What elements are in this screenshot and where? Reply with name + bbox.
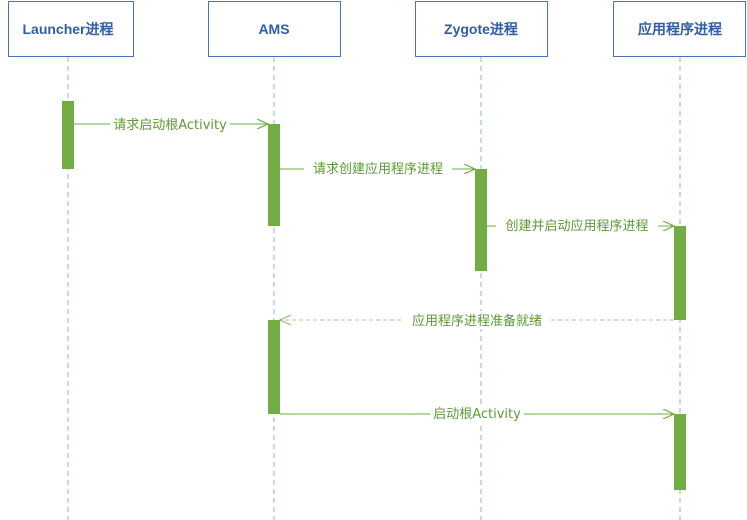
- participant-label-launcher: Launcher进程: [22, 21, 113, 37]
- participant-box-zygote: [415, 1, 548, 57]
- participant-launcher: Launcher进程: [8, 1, 134, 57]
- activation-app-1: [674, 226, 686, 320]
- participant-box-app: [613, 1, 746, 57]
- activation-zygote: [475, 169, 487, 271]
- participant-app: 应用程序进程: [613, 1, 746, 57]
- message-2: 请求创建应用程序进程: [280, 160, 475, 178]
- activation-ams-1: [268, 124, 280, 226]
- participant-label-ams: AMS: [258, 21, 289, 37]
- activation-ams-2: [268, 320, 280, 414]
- activation-bars: [62, 101, 686, 490]
- message-label-3: 创建并启动应用程序进程: [505, 218, 648, 234]
- participant-ams: AMS: [208, 1, 341, 57]
- activation-app-2: [674, 414, 686, 490]
- message-label-2: 请求创建应用程序进程: [313, 161, 443, 177]
- message-5: 启动根Activity: [280, 405, 674, 423]
- message-label-5: 启动根Activity: [433, 407, 521, 422]
- message-label-4: 应用程序进程准备就绪: [412, 313, 542, 329]
- message-label-1: 请求启动根Activity: [113, 118, 227, 133]
- activation-launcher: [62, 101, 74, 169]
- participant-label-app: 应用程序进程: [638, 21, 722, 37]
- message-3: 创建并启动应用程序进程: [487, 217, 674, 235]
- participant-box-ams: [208, 1, 341, 57]
- participant-label-zygote: Zygote进程: [444, 21, 518, 37]
- participant-box-launcher: [8, 1, 134, 57]
- message-1: 请求启动根Activity: [74, 115, 268, 133]
- participant-zygote: Zygote进程: [415, 1, 548, 57]
- message-4: 应用程序进程准备就绪: [280, 311, 674, 329]
